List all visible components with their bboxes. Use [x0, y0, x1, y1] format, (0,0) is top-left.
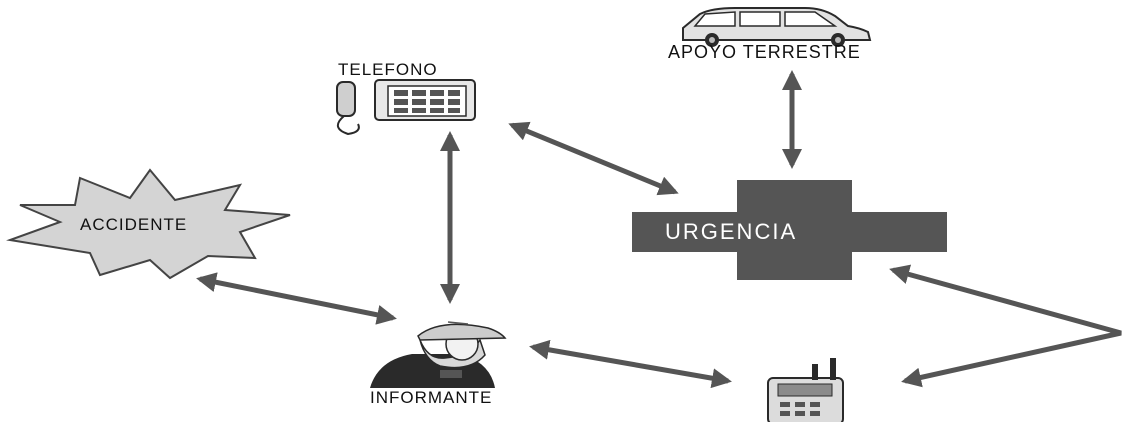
cross-icon [632, 180, 947, 280]
label-apoyo-terrestre: APOYO TERRESTRE [668, 42, 861, 62]
arrow-informante-radio [529, 339, 732, 389]
car-icon [682, 7, 872, 47]
arrows [196, 70, 1122, 389]
telephone-icon [336, 79, 476, 136]
label-accidente: ACCIDENTE [80, 215, 188, 234]
arrow-urgencia-radio [889, 264, 1122, 388]
worker-icon [370, 321, 507, 388]
explosion-star-icon [6, 168, 291, 280]
radio-icon [767, 358, 844, 422]
label-telefono: TELEFONO [338, 60, 438, 79]
arrow-telefono-urgencia [508, 121, 679, 196]
arrow-accidente-informante [196, 272, 397, 325]
label-urgencia: URGENCIA [665, 219, 798, 244]
label-informante: INFORMANTE [370, 388, 493, 407]
